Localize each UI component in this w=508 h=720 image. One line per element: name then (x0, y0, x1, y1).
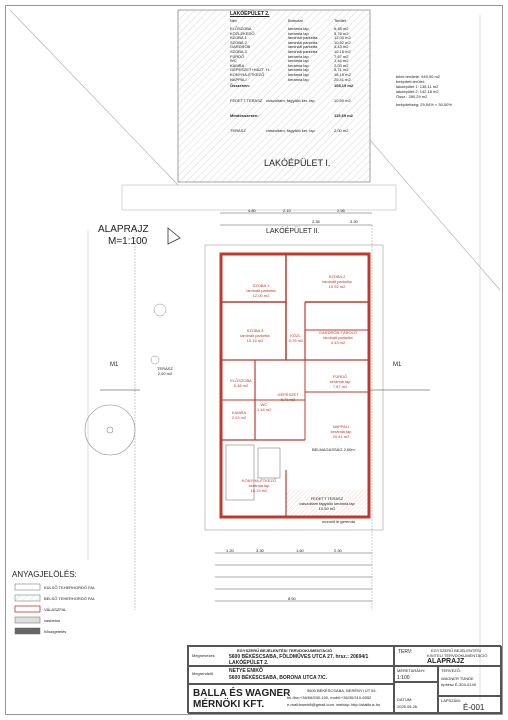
area-sum-row: Összesen: 105,19 m2 (230, 83, 360, 88)
area-table: LAKÓÉPÜLET 2. Név Burkolat Terület ELŐSZ… (230, 11, 360, 133)
section-marker-right: M1 (393, 362, 402, 368)
dim-bottom-1: 3.30 (256, 548, 264, 553)
section-marker-left: M1 (110, 362, 119, 368)
telek-area: telek területe: 949,00 m2 (396, 74, 441, 79)
sum-label: Összesen: (230, 83, 251, 89)
legend-item-3: vasbeton (44, 618, 61, 623)
page-frame (5, 5, 503, 715)
dim-top-0: 4.80 (248, 208, 256, 213)
tb-lapszam: LAPSZÁM: É-001 (438, 696, 502, 714)
area-table-header: Név Burkolat Terület (230, 18, 360, 23)
site-stats: telek területe: 949,00 m2 beépített terü… (396, 74, 486, 107)
dim-total: 8.50 (288, 596, 296, 601)
total-value: 115,69 m2 (334, 113, 353, 119)
tb-tervezo: TERVEZŐ: WAGNER TÜNDE építész É-304-0149 (438, 666, 502, 696)
legend-item-2: VÁLASZFAL (44, 607, 67, 612)
tb-company: BALLA ÉS WAGNER MÉRNÖKI KFT. 5600 BÉKÉSC… (188, 684, 394, 714)
dim-top-3: 2.56 (337, 208, 345, 213)
total-row: Mindösszesen: 115,69 m2 (230, 113, 360, 118)
room-kozl: KÖZL.5,76 m2 (288, 333, 304, 343)
dim-top-4: 3.30 (350, 219, 358, 224)
tb-datum: DÁTUM: 2025.06.26. (394, 682, 438, 714)
plan-scale: M=1:100 (108, 236, 148, 247)
title-block: Megnevezés EGYSZERŰ BEJELENTÉSI TERVDOKU… (187, 645, 502, 714)
terrace1-row: FEDETT TERASZ csiszoltam, fagyálló ker. … (230, 98, 351, 104)
dim-top-1: 2.10 (283, 208, 291, 213)
area-table-title: LAKÓÉPÜLET 2. (230, 11, 270, 17)
lakoepulet2-area: lakóépület 2: 142,18 m2 (396, 89, 439, 94)
dim-bottom-0: 1.20 (226, 548, 234, 553)
dim-top-2: 2.35 (312, 219, 320, 224)
beepitett-label: beépített terület: (396, 79, 425, 84)
dim-bottom-2: 1.60 (296, 548, 304, 553)
tb-terv: TERV: EGYSZERŰ BEJELENTÉSI KIVITELI TERV… (394, 646, 502, 666)
height-note: BELMAGASSÁG 2,60m (312, 447, 355, 452)
legend-item-0: KÜLSŐ TEHERHORDÓ FAL (44, 585, 96, 590)
tb-megnevezes: Megnevezés EGYSZERŰ BEJELENTÉSI TERVDOKU… (188, 646, 394, 666)
dim-bottom-3: 2.30 (334, 548, 342, 553)
tb-meretarany: MÉRETARÁNY: 1:100 (394, 666, 438, 682)
ending-note: monolit lé gerenda (322, 519, 355, 524)
ossz-area: Össz.: 280,29 m2 (396, 94, 428, 99)
tb-megrendelo: Megrendelő NETYE ENIKŐ 5600 BÉKÉSCSABA, … (188, 666, 394, 684)
total-label: Mindösszesen: (230, 113, 259, 119)
legend-title: ANYAGJELÖLÉS: (12, 570, 77, 579)
beepitettseg: beépítettség: 29,54% < 30,00% (396, 102, 452, 107)
header-name: Név (230, 18, 238, 23)
plan-title: ALAPRAJZ (98, 224, 149, 235)
sum-value: 105,19 m2 (334, 83, 354, 89)
legend-item-1: BELSŐ TEHERHORDÓ FAL (44, 596, 96, 601)
legend-item-4: hőszigetelés (44, 629, 67, 634)
building2-label: LAKÓÉPÜLET II. (266, 228, 320, 235)
terrace2-row: TERASZ csiszoltam, fagyálló ker. lap 2,0… (230, 128, 349, 134)
header-area: Terület (334, 18, 347, 23)
lakoepulet1-area: lakóépület 1: 138,11 m2 (396, 84, 439, 89)
building1-label: LAKÓÉPÜLET I. (264, 158, 331, 168)
header-finish: Burkolat (288, 18, 303, 23)
